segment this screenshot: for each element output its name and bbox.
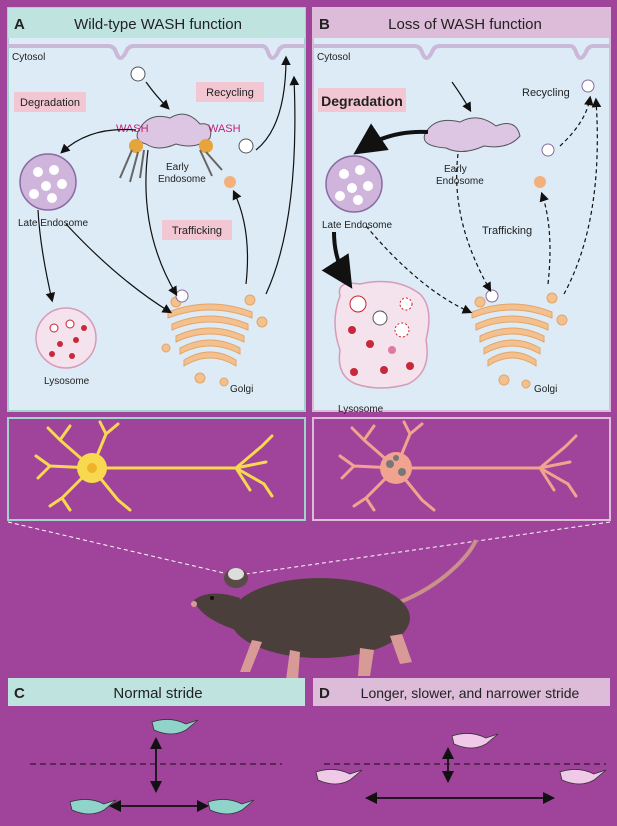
wash-complex-left xyxy=(129,139,143,153)
panel-b-title: Loss of WASH function xyxy=(388,16,542,33)
zoom-lines xyxy=(7,521,611,575)
enhanced-degradation-arrow xyxy=(353,123,429,155)
recycling-label-b: Recycling xyxy=(522,87,570,99)
neuron-panel-a xyxy=(7,417,306,521)
lysosome xyxy=(35,307,97,369)
enlarged-lysosome-contents xyxy=(348,295,414,376)
plasma-membrane xyxy=(8,44,305,60)
intraluminal-vesicles-b xyxy=(335,165,373,205)
panel-c-title: Normal stride xyxy=(113,685,202,702)
trafficking-box xyxy=(162,220,232,240)
panel-d-letter: D xyxy=(319,685,330,702)
panel-b-letter: B xyxy=(319,16,330,33)
aggregate-1 xyxy=(386,460,394,468)
affected-neuron-soma xyxy=(380,452,412,484)
degradation-label: Degradation xyxy=(20,97,80,109)
lysosome-label: Lysosome xyxy=(44,376,90,387)
lysosome-b-label: Lysosome xyxy=(338,404,384,415)
trafficking-label-b: Trafficking xyxy=(482,225,532,237)
trafficking-label: Trafficking xyxy=(172,225,222,237)
early-endosome-label-1: Early xyxy=(166,162,189,173)
aggregate-3 xyxy=(393,455,399,461)
late-endosome-b-label: Late Endosome xyxy=(322,220,392,231)
healthy-neuron-nucleus xyxy=(87,463,97,473)
panel-d-header xyxy=(313,678,610,706)
mouse xyxy=(191,539,478,680)
panel-b-arrows xyxy=(365,81,602,314)
panel-c-letter: C xyxy=(14,685,25,702)
transport-vesicle-b xyxy=(485,289,499,303)
mouse-paws xyxy=(240,634,412,680)
mouse-brain-highlight xyxy=(228,568,244,580)
actin-filaments xyxy=(119,149,223,183)
panel-b-header xyxy=(313,8,610,38)
aggregate-2 xyxy=(398,468,406,476)
panel-a-arrows xyxy=(37,55,300,314)
wash-label-right: WASH xyxy=(208,123,241,135)
early-endosome xyxy=(136,113,212,149)
cytosol-label: Cytosol xyxy=(12,52,45,63)
panel-b: B Loss of WASH function Cytosol Degradat… xyxy=(312,7,611,415)
neuron-panel-b xyxy=(312,417,611,521)
panel-d-title: Longer, slower, and narrower stride xyxy=(361,685,580,701)
panel-c-stride-arrows xyxy=(109,737,209,812)
panel-a: A Wild-type WASH function Cytosol Degrad… xyxy=(7,7,306,412)
endocytic-vesicle xyxy=(130,66,146,82)
early-endosome-b xyxy=(423,117,521,152)
wash-label-left: WASH xyxy=(116,123,149,135)
degradation-box-b xyxy=(318,88,406,112)
recycling-carrier xyxy=(238,138,254,154)
cytosol-label-b: Cytosol xyxy=(317,52,350,63)
golgi-label: Golgi xyxy=(230,384,253,395)
mouse-body xyxy=(230,578,410,658)
degradation-label-b: Degradation xyxy=(321,93,403,109)
endocytic-vesicle-b xyxy=(581,79,595,93)
degradation-box xyxy=(14,92,86,112)
recycling-carrier-b xyxy=(541,143,555,157)
panel-d-stride-arrows xyxy=(365,747,555,804)
panel-d: D Longer, slower, and narrower stride xyxy=(313,678,610,804)
early-endosome-b-label-1: Early xyxy=(444,164,467,175)
panel-c: C Normal stride xyxy=(8,678,305,815)
early-endosome-b-label-2: Endosome xyxy=(436,176,484,187)
panel-a-letter: A xyxy=(14,16,25,33)
intraluminal-vesicles xyxy=(29,165,67,203)
mouse-tail xyxy=(399,539,478,604)
golgi-apparatus-b xyxy=(471,292,568,389)
panel-d-pawprints xyxy=(315,733,607,785)
early-endosome-label-2: Endosome xyxy=(158,174,206,185)
transport-vesicle xyxy=(175,289,189,303)
lysosome-contents xyxy=(49,319,87,359)
plasma-membrane-b xyxy=(313,44,610,60)
recycling-vesicle-b xyxy=(534,176,546,188)
panel-a-title: Wild-type WASH function xyxy=(74,16,242,33)
panel-a-header xyxy=(8,8,305,38)
wash-complex-right xyxy=(199,139,213,153)
enhanced-lysosome-arrow xyxy=(321,231,353,289)
recycling-label: Recycling xyxy=(206,87,254,99)
mouse-head xyxy=(194,593,240,630)
golgi-apparatus xyxy=(161,294,268,387)
recycling-vesicle xyxy=(224,176,236,188)
panel-c-header xyxy=(8,678,305,706)
mouse-eye xyxy=(210,596,214,600)
mouse-nose xyxy=(191,601,197,607)
recycling-box xyxy=(196,82,264,102)
panel-c-pawprints xyxy=(69,719,255,815)
late-endosome-label: Late Endosome xyxy=(18,218,88,229)
golgi-b-label: Golgi xyxy=(534,384,557,395)
